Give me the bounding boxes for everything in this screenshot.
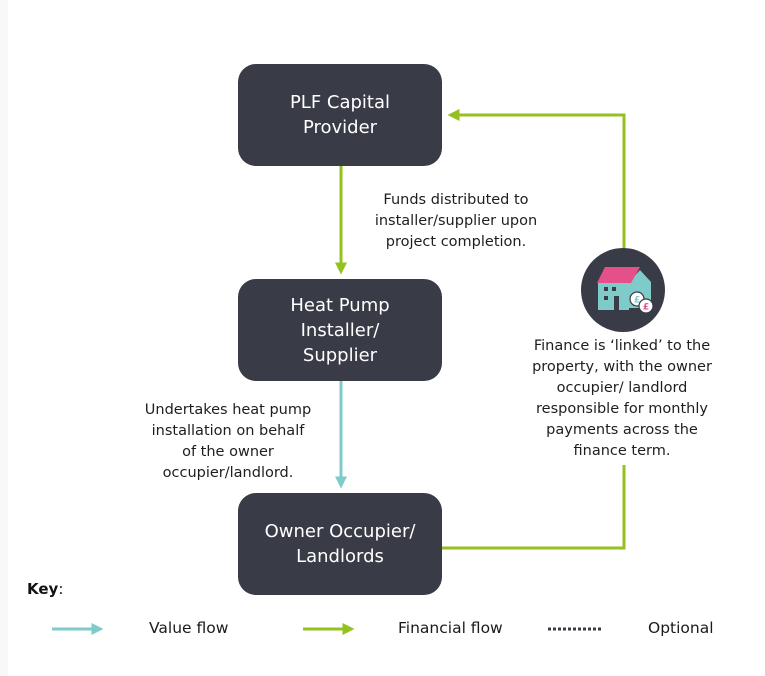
key-value-flow-label: Value flow	[149, 619, 229, 637]
key-optional-label: Optional	[648, 619, 714, 637]
house-window-icon	[604, 296, 608, 300]
house-with-pound-coins-icon: £ £	[581, 248, 665, 332]
node-owner-occupier-landlords: Owner Occupier/ Landlords	[238, 493, 442, 595]
financial-flow-line-owner-to-finance	[442, 465, 626, 550]
house-window-icon	[604, 287, 608, 291]
house-window-icon	[612, 287, 616, 291]
house-roof-icon	[597, 267, 640, 283]
key-financial-flow-label: Financial flow	[398, 619, 503, 637]
key-title-text: Key	[27, 580, 59, 598]
house-wall-icon	[598, 282, 629, 310]
left-margin-strip	[0, 0, 8, 676]
financial-flow-arrow-to-plf	[447, 109, 626, 258]
note-funds-distributed: Funds distributed to installer/supplier …	[374, 192, 538, 250]
pound-coin-icon	[638, 298, 654, 314]
node-heat-pump-installer: Heat Pump Installer/ Supplier	[238, 279, 442, 381]
key-title-colon: :	[58, 580, 64, 598]
note-finance-linked: Finance is ‘linked’ to the property, wit…	[532, 338, 712, 459]
pound-symbol: £	[634, 296, 640, 306]
node-plf-capital-provider: PLF Capital Provider	[238, 64, 442, 166]
house-door-icon	[614, 296, 619, 310]
pound-symbol: £	[643, 303, 649, 313]
node-label: Heat Pump Installer/ Supplier	[290, 294, 390, 366]
note-installation: Undertakes heat pump installation on beh…	[144, 402, 312, 481]
node-label: Owner Occupier/ Landlords	[264, 521, 416, 567]
key-heading: Key:	[27, 580, 63, 598]
node-label: PLF Capital Provider	[289, 92, 391, 138]
